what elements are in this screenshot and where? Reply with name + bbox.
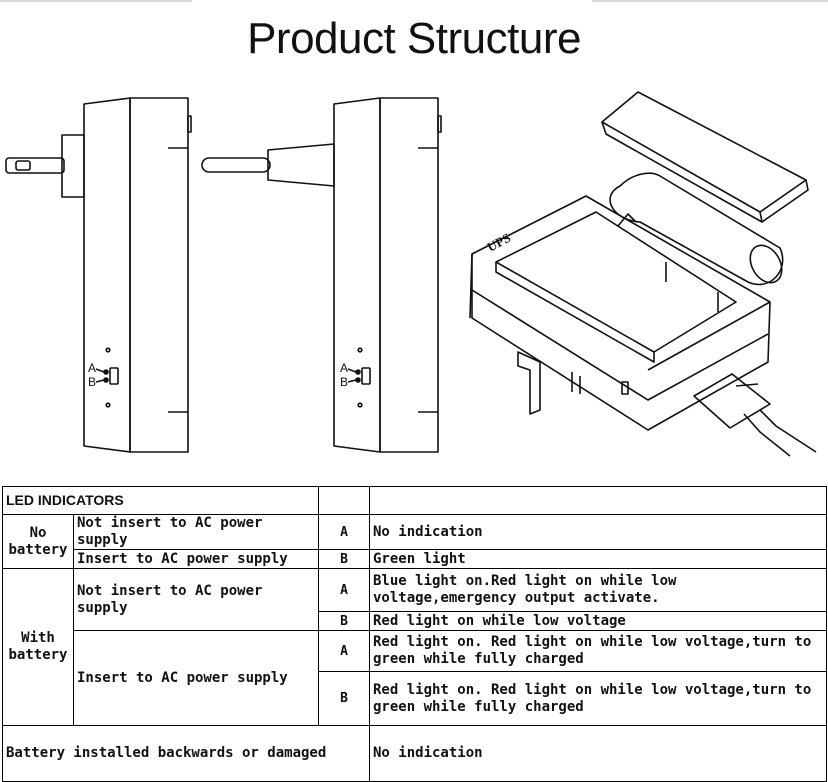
- ups-label: UPS: [484, 230, 513, 255]
- indication-cell: Red light on. Red light on while low vol…: [369, 671, 827, 726]
- footer-indication-cell: No indication: [369, 725, 827, 782]
- adapter-us-plug: [5, 97, 192, 453]
- table-row: Insert to AC power supply B Green light: [3, 549, 827, 569]
- code-cell: B: [318, 671, 370, 726]
- table-row: With battery Not insert to AC power supp…: [2, 568, 827, 726]
- adapter-eu-plug: [201, 97, 442, 453]
- group-with-battery: With battery: [2, 568, 74, 726]
- top-rule-left: [0, 0, 192, 2]
- table-header-row: LED INDICATORS: [2, 486, 827, 515]
- code-cell: B: [318, 549, 370, 569]
- condition-cell: Insert to AC power supply: [73, 630, 319, 726]
- code-cell: A: [318, 630, 370, 672]
- product-structure-illustration: A B A B UPS: [5, 91, 817, 457]
- table-row: Insert to AC power supply A Red light on…: [3, 630, 827, 726]
- switch-label-b: B: [88, 375, 96, 389]
- table-footer-row: Battery installed backwards or damaged N…: [2, 725, 827, 782]
- switch-label-a: A: [88, 361, 96, 375]
- ups-device-3d: [469, 91, 817, 457]
- switch-label-b-2: B: [340, 375, 348, 389]
- footer-condition-cell: Battery installed backwards or damaged: [2, 725, 370, 782]
- group-no-battery: No battery: [2, 514, 74, 569]
- table-row: No battery Not insert to AC power supply…: [2, 514, 827, 569]
- code-cell: A: [318, 514, 370, 550]
- indication-cell: Blue light on.Red light on while low vol…: [369, 568, 827, 612]
- condition-cell: Insert to AC power supply: [73, 549, 319, 569]
- switch-label-a-2: A: [340, 361, 348, 375]
- top-rule-right: [592, 0, 828, 2]
- code-cell: B: [318, 611, 370, 631]
- condition-cell: Not insert to AC power supply: [73, 568, 319, 631]
- code-cell: A: [318, 568, 370, 612]
- led-indicator-table: LED INDICATORS No battery Not insert to …: [2, 486, 827, 782]
- indication-cell: Red light on while low voltage: [369, 611, 827, 631]
- table-header: LED INDICATORS: [2, 486, 319, 515]
- indication-cell: Red light on. Red light on while low vol…: [369, 630, 827, 672]
- condition-cell: Not insert to AC power supply: [73, 514, 319, 550]
- indication-cell: Green light: [369, 549, 827, 569]
- indication-cell: No indication: [369, 514, 827, 550]
- page-title: Product Structure: [247, 14, 581, 63]
